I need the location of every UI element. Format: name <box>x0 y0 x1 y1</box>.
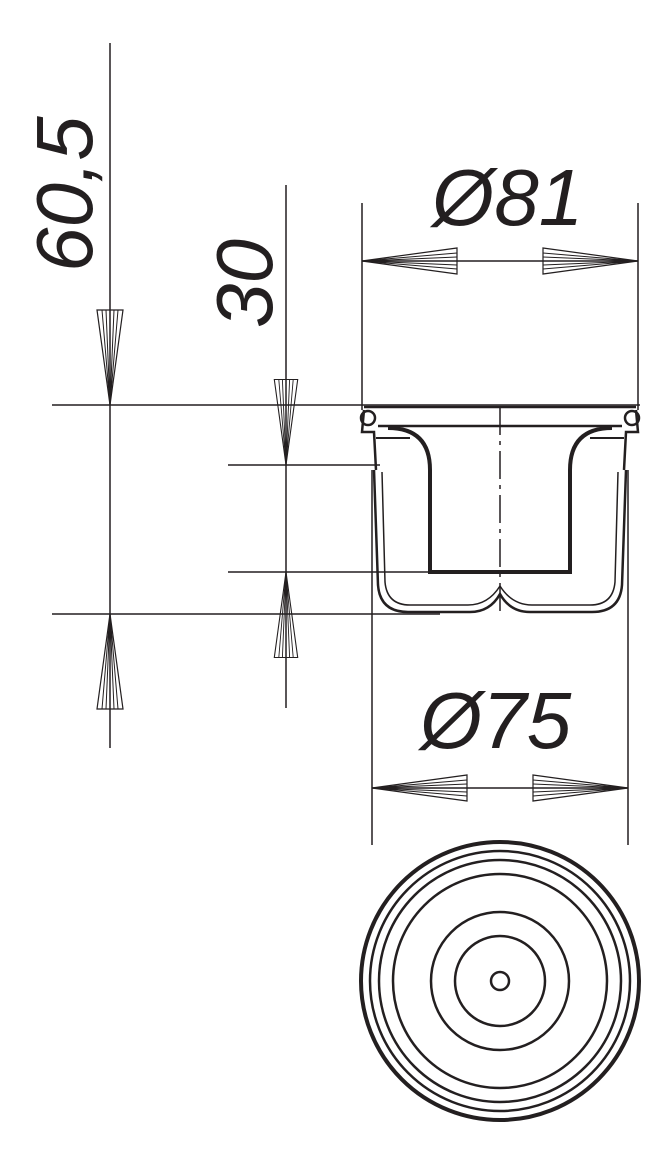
arrow-right-icon <box>542 247 639 275</box>
arrow-down-icon <box>96 309 124 406</box>
arrow-up-icon <box>96 613 124 710</box>
dimension-label-d81: Ø81 <box>429 153 583 242</box>
dimension-label-60-5: 60,5 <box>20 116 109 272</box>
dimension-outer-diameter: Ø81 <box>361 153 639 410</box>
dimension-total-height: 60,5 <box>20 43 124 748</box>
arrow-left-icon <box>361 247 458 275</box>
dimension-label-d75: Ø75 <box>417 676 572 765</box>
dimension-label-30: 30 <box>200 239 289 328</box>
dimension-inner-depth: 30 <box>200 185 299 708</box>
arrow-left-icon <box>371 774 468 802</box>
top-view <box>359 840 641 1122</box>
extension-lines <box>52 404 640 615</box>
dimension-body-diameter: Ø75 <box>371 470 629 845</box>
arrow-right-icon <box>532 774 629 802</box>
side-section-view <box>359 405 641 614</box>
arrow-down-icon <box>273 378 299 466</box>
